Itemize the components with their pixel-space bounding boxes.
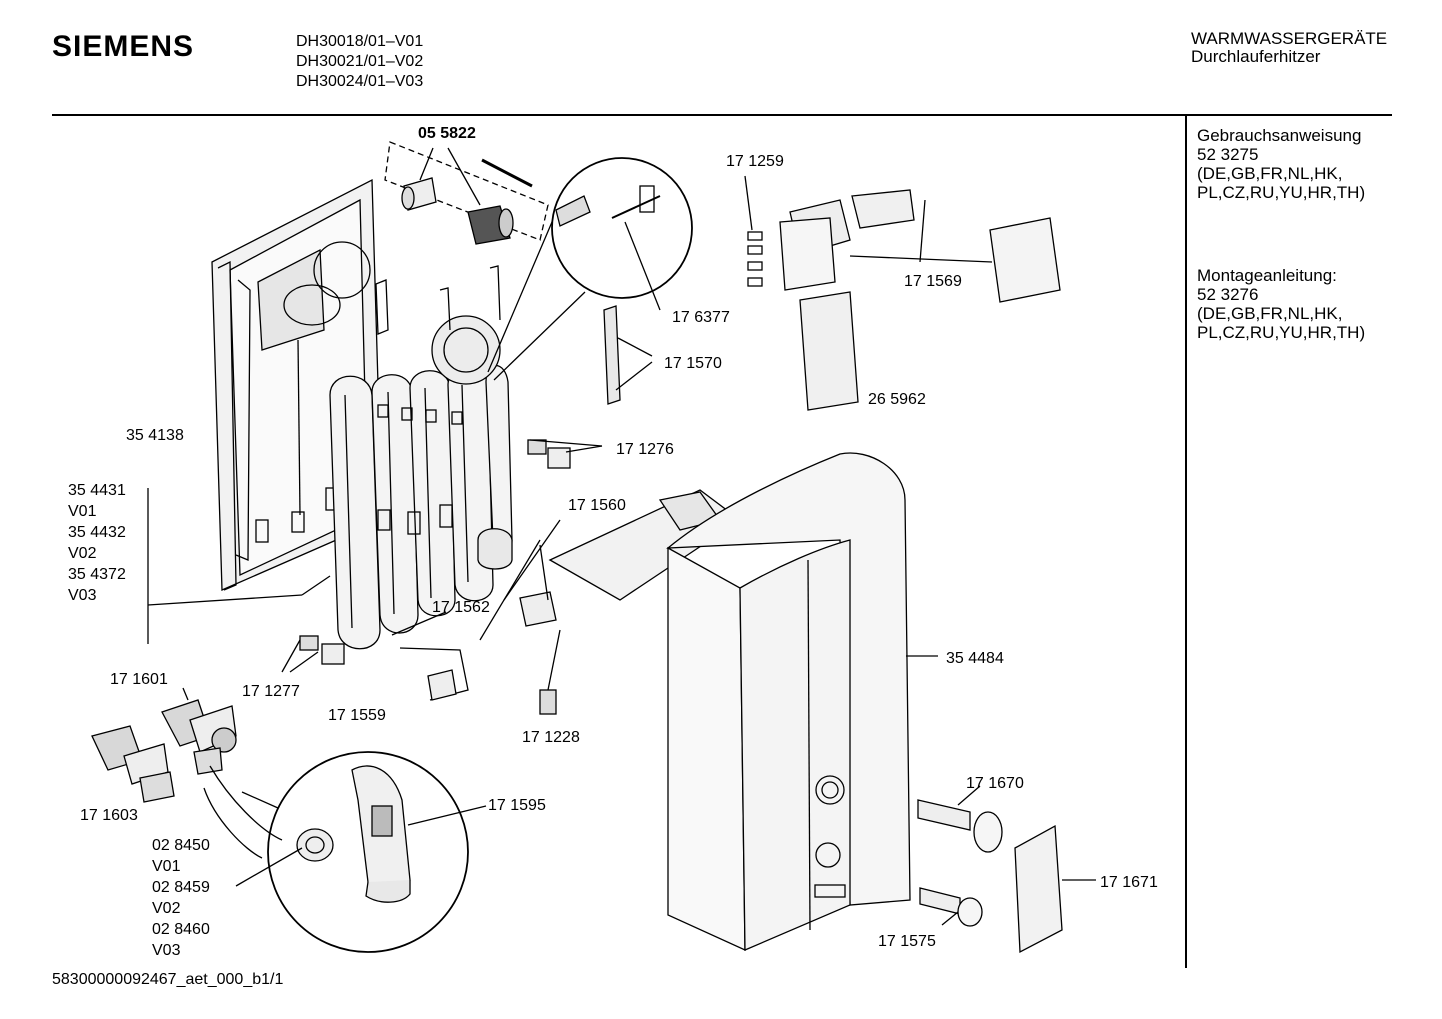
header-divider — [52, 114, 1392, 116]
variant-label: 02 8460 — [152, 921, 210, 938]
part-label: 17 1603 — [80, 807, 138, 824]
connector-parts-drawing — [281, 439, 603, 715]
variant-label: V01 — [68, 503, 97, 520]
variant-label: V03 — [152, 942, 181, 959]
category-block: WARMWASSERGERÄTE Durchlauferhitzer — [1191, 30, 1387, 66]
variant-label: 35 4431 — [68, 482, 126, 499]
category-subtitle: Durchlauferhitzer — [1191, 47, 1321, 66]
part-label: 17 6377 — [672, 309, 730, 326]
part-label: 17 1228 — [522, 729, 580, 746]
variant-label: 35 4372 — [68, 566, 126, 583]
install-languages: (DE,GB,FR,NL,HK, — [1197, 304, 1343, 323]
install-title: Montageanleitung: — [1197, 266, 1337, 285]
model-number: DH30024/01–V03 — [296, 73, 424, 90]
part-label: 17 1575 — [878, 933, 936, 950]
heating-element-drawing — [329, 265, 513, 650]
exploded-parts-diagram: 05 5822 17 1259 17 6377 17 1569 17 1570 … — [80, 125, 1158, 954]
manual-title: Gebrauchsanweisung — [1197, 126, 1362, 145]
terminal-block-drawing — [603, 175, 1061, 411]
model-number: DH30018/01–V01 — [296, 33, 424, 50]
manual-languages: (DE,GB,FR,NL,HK, — [1197, 164, 1343, 183]
variant-label: V01 — [152, 858, 181, 875]
part-label: 17 1559 — [328, 707, 386, 724]
variant-group-heating-element: 35 4431 V01 35 4432 V02 35 4372 V03 — [68, 480, 126, 606]
variant-group-filter: 02 8450 V01 02 8459 V02 02 8460 V03 — [152, 835, 210, 961]
part-label: 17 1277 — [242, 683, 300, 700]
variant-label: V03 — [68, 587, 97, 604]
category-title: WARMWASSERGERÄTE — [1191, 29, 1388, 48]
part-label: 17 1601 — [110, 671, 168, 688]
variant-label: 35 4432 — [68, 524, 126, 541]
part-label: 17 1560 — [568, 497, 626, 514]
sidebar-divider — [1185, 116, 1187, 968]
housing-cover-drawing — [548, 452, 938, 952]
variant-label: 02 8459 — [152, 879, 210, 896]
manual-number: 52 3275 — [1197, 145, 1259, 164]
model-number: DH30021/01–V02 — [296, 53, 424, 70]
part-label: 17 1595 — [488, 797, 546, 814]
part-label: 17 1569 — [904, 273, 962, 290]
model-list: DH30018/01–V01 DH30021/01–V02 DH30024/01… — [296, 32, 423, 92]
part-label: 17 1562 — [432, 599, 490, 616]
part-label: 17 1276 — [616, 441, 674, 458]
detail-magnifier-top — [487, 157, 693, 381]
part-label: 35 4484 — [946, 650, 1004, 667]
variant-label: 02 8450 — [152, 837, 210, 854]
install-languages: PL,CZ,RU,YU,HR,TH) — [1197, 323, 1366, 342]
variant-label: V02 — [68, 545, 97, 562]
knob-drawing — [917, 785, 1096, 954]
manual-languages: PL,CZ,RU,YU,HR,TH) — [1197, 183, 1366, 202]
part-label: 26 5962 — [868, 391, 926, 408]
manual-info: Gebrauchsanweisung 52 3275 (DE,GB,FR,NL,… — [1197, 126, 1365, 202]
variant-bracket — [147, 488, 331, 644]
part-label: 17 1570 — [664, 355, 722, 372]
install-number: 52 3276 — [1197, 285, 1259, 304]
part-label: 17 1671 — [1100, 874, 1158, 891]
brand-logo: SIEMENS — [52, 30, 195, 63]
part-label: 17 1259 — [726, 153, 784, 170]
fixing-kit-drawing — [384, 141, 549, 245]
document-id: 58300000092467_aet_000_b1/1 — [52, 971, 284, 988]
valve-drawing — [91, 687, 237, 803]
part-label: 17 1670 — [966, 775, 1024, 792]
install-info: Montageanleitung: 52 3276 (DE,GB,FR,NL,H… — [1197, 266, 1365, 342]
part-label: 05 5822 — [418, 125, 476, 142]
variant-label: V02 — [152, 900, 181, 917]
detail-magnifier-bottom — [203, 751, 487, 953]
part-label: 35 4138 — [126, 427, 184, 444]
